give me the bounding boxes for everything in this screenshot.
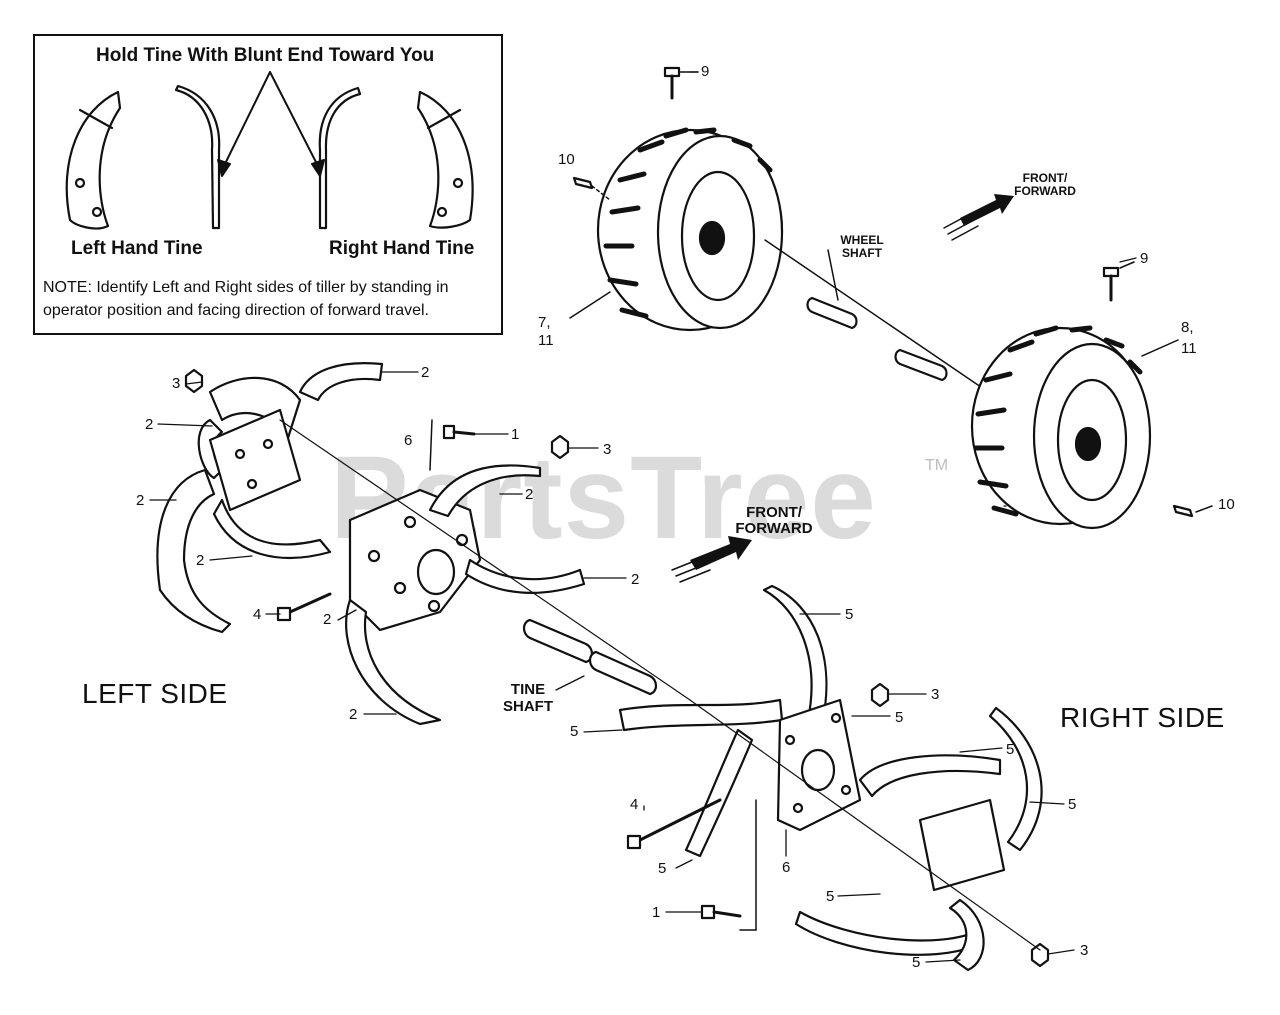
tine-shaft-label-line-2: SHAFT <box>503 698 553 715</box>
callout-3-bottom: 3 <box>1080 942 1089 959</box>
left-hand-tine-drawing-1 <box>65 90 122 230</box>
inset-note-line-1: NOTE: Identify Left and Right sides of t… <box>43 279 449 296</box>
left-hand-tine-label: Left Hand Tine <box>71 238 203 259</box>
callout-2-b: 2 <box>136 492 145 509</box>
tine-shaft-drawing <box>522 618 658 696</box>
inset-arrows <box>217 71 325 177</box>
callout-7-11-line-1: 7, <box>538 314 551 331</box>
callout-2-f: 2 <box>323 611 332 628</box>
pin-10-top-drawing <box>572 176 611 201</box>
left-wheel-drawing <box>596 127 784 332</box>
callout-4-left: 4 <box>253 606 262 623</box>
wheel-shaft-label-line-2: SHAFT <box>842 246 882 260</box>
pin-10-right-drawing <box>1172 504 1213 518</box>
left-side-label: LEFT SIDE <box>82 678 228 709</box>
callout-9-right: 9 <box>1140 250 1149 267</box>
callout-8-11-line-1: 8, <box>1181 319 1194 336</box>
leader-lines <box>149 71 1137 963</box>
right-hand-tine-label: Right Hand Tine <box>329 238 475 259</box>
left-hand-tine-drawing-2 <box>174 84 221 230</box>
front-forward-top-line-2: FORWARD <box>1014 184 1076 198</box>
wheel-shaft-drawing <box>764 239 1001 401</box>
tine-orientation-inset <box>33 34 503 335</box>
callout-6-bottom: 6 <box>782 859 791 876</box>
left-tine-assembly-drawing <box>156 362 691 726</box>
callout-2-a: 2 <box>145 416 154 433</box>
callout-2-g: 2 <box>349 706 358 723</box>
callout-5-f: 5 <box>658 860 667 877</box>
right-tine-assembly-drawing <box>618 584 1050 972</box>
callout-2-top: 2 <box>421 364 430 381</box>
callout-10-right: 10 <box>1218 496 1235 513</box>
callout-3-left: 3 <box>172 375 181 392</box>
callout-5-d: 5 <box>1006 741 1015 758</box>
bolt-9-right-drawing <box>1102 261 1135 302</box>
front-forward-middle-line-1: FRONT/ <box>746 504 802 521</box>
callout-9-top: 9 <box>701 63 710 80</box>
callout-6-top: 6 <box>404 432 413 449</box>
right-wheel-drawing <box>970 325 1152 530</box>
tine-shaft-label-line-1: TINE <box>510 681 546 698</box>
forward-arrow-top <box>943 194 1014 241</box>
watermark-trademark: TM <box>925 457 949 474</box>
callout-8-11-line-2: 11 <box>1181 340 1197 357</box>
callout-5-h: 5 <box>912 954 921 971</box>
right-side-label: RIGHT SIDE <box>1060 702 1225 733</box>
callout-7-11-line-2: 11 <box>538 332 554 349</box>
front-forward-middle-line-2: FORWARD <box>735 520 813 537</box>
callout-3-right: 3 <box>931 686 940 703</box>
callout-5-g: 5 <box>826 888 835 905</box>
callout-1-bottom: 1 <box>652 904 661 921</box>
callout-5-e: 5 <box>1068 796 1077 813</box>
callout-2-e: 2 <box>631 571 640 588</box>
callout-5-a: 5 <box>845 606 854 623</box>
wheel-shaft-label-line-1: WHEEL <box>840 233 884 247</box>
callout-10-top: 10 <box>558 151 575 168</box>
right-hand-tine-drawing-1 <box>318 86 362 230</box>
callout-2-d: 2 <box>196 552 205 569</box>
right-hand-tine-drawing-2 <box>416 90 474 229</box>
forward-arrow-middle <box>671 536 752 583</box>
callout-2-c: 2 <box>525 486 534 503</box>
front-forward-top-line-1: FRONT/ <box>1022 171 1068 185</box>
callout-5-b: 5 <box>895 709 904 726</box>
inset-note-line-2: operator position and facing direction o… <box>43 302 429 319</box>
callout-4-right: 4 <box>630 796 639 813</box>
callout-5-c: 5 <box>570 723 579 740</box>
callout-1-top: 1 <box>511 426 520 443</box>
callout-3-middle: 3 <box>603 441 612 458</box>
inset-title: Hold Tine With Blunt End Toward You <box>96 45 435 66</box>
